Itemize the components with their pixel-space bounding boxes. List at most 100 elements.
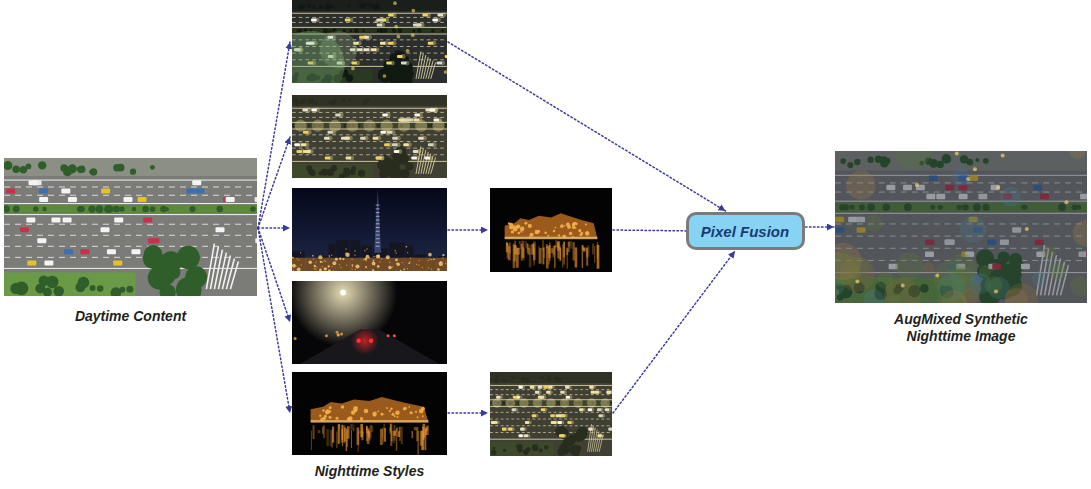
image-detail <box>572 223 575 226</box>
image-detail <box>354 255 355 256</box>
image-detail <box>307 4 311 8</box>
image-detail <box>20 227 29 232</box>
tower <box>374 190 381 253</box>
image-detail <box>411 9 415 13</box>
image-detail <box>104 205 112 213</box>
image-detail <box>101 189 110 194</box>
image-detail <box>884 278 921 303</box>
image-detail <box>78 169 83 174</box>
image-detail <box>586 247 588 265</box>
image-detail <box>144 250 158 264</box>
image-detail <box>549 242 550 261</box>
process-box: Pixel Fusion <box>686 212 805 250</box>
image-detail <box>573 242 575 260</box>
image-detail <box>355 264 359 268</box>
image-detail <box>148 266 172 290</box>
image-detail <box>107 249 116 254</box>
image-detail <box>996 186 1000 190</box>
image-panel: Daytime Content <box>4 158 257 296</box>
image-detail <box>895 151 931 169</box>
image-detail <box>395 252 396 253</box>
image-detail <box>1073 220 1087 246</box>
image-detail <box>394 25 398 29</box>
image-detail <box>413 23 419 26</box>
image-detail <box>432 18 438 21</box>
image-detail <box>411 33 415 37</box>
image-detail <box>332 426 334 442</box>
image-detail <box>255 197 257 202</box>
image-detail <box>313 425 315 439</box>
image-detail <box>325 334 328 337</box>
image-detail <box>849 257 869 277</box>
image-detail <box>292 257 294 259</box>
image-detail <box>417 29 421 33</box>
image-detail <box>328 269 331 271</box>
image-detail <box>142 206 148 212</box>
image-detail <box>406 49 410 53</box>
lane-dash <box>4 257 257 258</box>
image-detail <box>562 244 563 268</box>
image-detail <box>78 277 90 289</box>
dotted-arrow <box>258 137 290 228</box>
night-style-photo <box>292 0 447 83</box>
image-detail <box>376 208 380 209</box>
image-detail <box>176 277 202 296</box>
lane-dash <box>4 246 257 247</box>
lane-dash <box>292 17 447 18</box>
image-detail <box>846 170 875 199</box>
image-detail <box>376 205 380 206</box>
zebra <box>226 259 234 290</box>
image-detail <box>403 268 405 270</box>
lane-line <box>4 203 257 204</box>
image-detail <box>346 74 354 82</box>
image-detail <box>431 29 434 32</box>
image-detail <box>490 188 612 272</box>
image-detail <box>292 188 447 271</box>
image-detail <box>422 13 428 16</box>
zebra <box>421 55 426 79</box>
zebra <box>423 57 428 79</box>
image-detail <box>366 2 370 6</box>
image-detail <box>353 425 354 428</box>
image-detail <box>250 206 256 212</box>
image-detail <box>345 18 351 21</box>
image-detail <box>342 429 343 440</box>
image-detail <box>399 427 400 441</box>
lane-dash <box>4 186 257 187</box>
lane-dash <box>292 22 447 23</box>
image-detail <box>320 31 357 68</box>
image-detail <box>415 411 417 413</box>
image-detail <box>4 205 10 213</box>
image-detail <box>520 231 522 233</box>
image-detail <box>408 262 410 264</box>
image-detail <box>567 241 570 246</box>
image-detail <box>319 5 323 9</box>
image-detail <box>331 255 332 256</box>
image-detail <box>367 432 370 436</box>
image-detail <box>433 258 435 260</box>
image-detail <box>341 405 345 409</box>
image-detail <box>143 218 152 223</box>
image-detail <box>178 279 191 292</box>
image-detail <box>490 372 612 456</box>
image-detail <box>984 276 1002 294</box>
image-detail <box>578 229 581 232</box>
image-detail <box>371 48 377 51</box>
image-detail <box>973 167 977 171</box>
image-detail <box>4 205 257 213</box>
image-detail <box>37 238 46 243</box>
image-detail <box>189 206 195 212</box>
image-detail <box>255 238 257 243</box>
image-detail <box>292 95 447 178</box>
image-detail <box>528 224 532 228</box>
image-detail <box>527 243 529 249</box>
image-detail <box>336 331 339 334</box>
image-detail <box>563 242 565 258</box>
lane-line <box>4 214 257 215</box>
image-detail <box>351 430 352 448</box>
image-detail <box>401 62 407 65</box>
image-detail <box>597 242 598 258</box>
image-detail <box>401 427 403 445</box>
image-detail <box>337 333 340 336</box>
image-detail <box>328 265 330 267</box>
